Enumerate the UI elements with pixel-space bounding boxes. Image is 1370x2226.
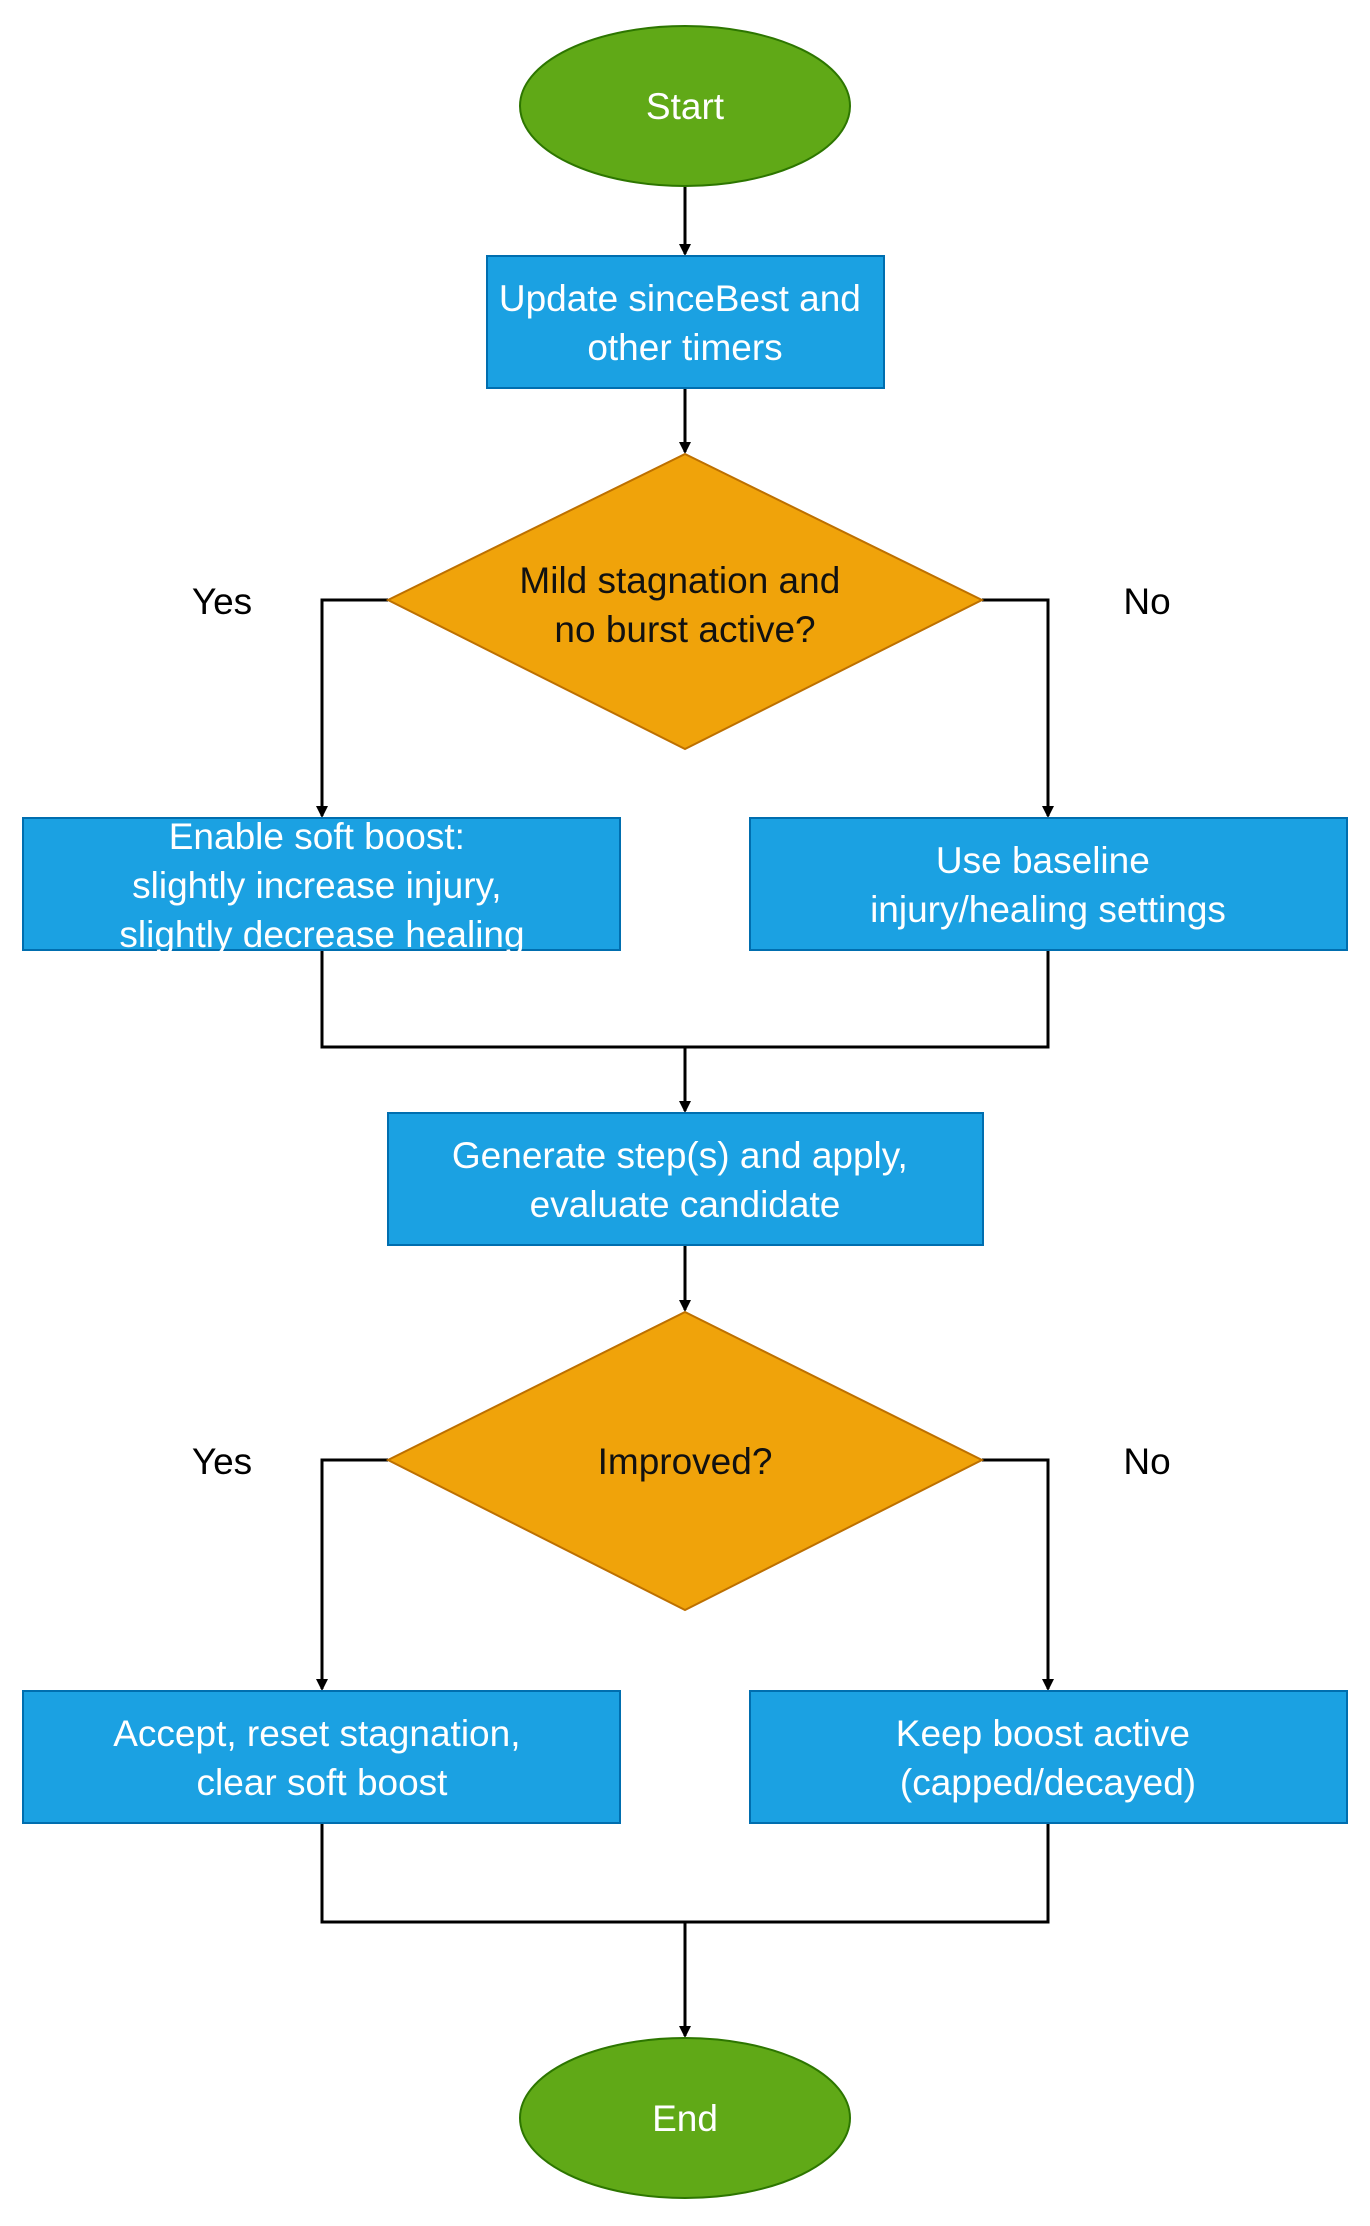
edge-decision-yes	[316, 598, 388, 818]
end-label: End	[652, 2098, 718, 2139]
stagnation-decision-node: Mild stagnation and no burst active?	[385, 452, 985, 751]
soft-boost-line-2: slightly increase injury,	[132, 865, 501, 906]
edge-baseline-merge	[685, 950, 1050, 1049]
end-ellipse	[519, 2037, 851, 2199]
generate-node: Generate step(s) and apply, evaluate can…	[387, 1112, 984, 1246]
start-node: Start	[519, 25, 851, 187]
baseline-box	[749, 817, 1348, 951]
soft-boost-box	[22, 817, 621, 951]
keep-boost-box	[749, 1690, 1348, 1824]
keep-boost-node: Keep boost active (capped/decayed)	[749, 1690, 1348, 1824]
accept-box	[22, 1690, 621, 1824]
improved-decision-label: Improved?	[598, 1441, 773, 1482]
keep-boost-line-1: Keep boost active	[896, 1713, 1190, 1754]
start-ellipse	[519, 25, 851, 187]
label-improved-yes: Yes	[192, 1441, 252, 1482]
soft-boost-label: Enable soft boost: slightly increase inj…	[119, 816, 524, 955]
edge-keepboost-merge	[685, 1823, 1050, 1924]
accept-node: Accept, reset stagnation, clear soft boo…	[22, 1690, 621, 1824]
update-timers-node: Update sinceBest and other timers	[486, 255, 885, 389]
edge-improved-no	[982, 1458, 1054, 1691]
soft-boost-node: Enable soft boost: slightly increase inj…	[22, 816, 621, 955]
edge-improved-yes	[316, 1458, 388, 1691]
keep-boost-label: Keep boost active (capped/decayed)	[896, 1713, 1200, 1803]
baseline-line-1: Use baseline	[936, 840, 1150, 881]
improved-diamond	[385, 1310, 985, 1612]
baseline-label: Use baseline injury/healing settings	[870, 840, 1226, 930]
baseline-node: Use baseline injury/healing settings	[749, 817, 1348, 951]
start-label: Start	[646, 86, 725, 127]
accept-label: Accept, reset stagnation, clear soft boo…	[113, 1713, 531, 1803]
end-node: End	[519, 2037, 851, 2199]
stagnation-line-2: no burst active?	[554, 609, 815, 650]
keep-boost-line-2: (capped/decayed)	[900, 1762, 1196, 1803]
edge-accept-merge	[320, 1823, 685, 1924]
stagnation-decision-label: Mild stagnation and no burst active?	[519, 560, 850, 650]
soft-boost-line-3: slightly decrease healing	[119, 914, 524, 955]
edge-softboost-merge	[320, 950, 685, 1049]
edge-decision-no	[982, 598, 1054, 818]
baseline-line-2: injury/healing settings	[870, 889, 1226, 930]
stagnation-line-1: Mild stagnation and	[519, 560, 840, 601]
label-stagnation-no: No	[1123, 581, 1170, 622]
generate-label: Generate step(s) and apply, evaluate can…	[452, 1135, 918, 1225]
update-timers-label: Update sinceBest and other timers	[499, 278, 871, 368]
soft-boost-line-1: Enable soft boost:	[169, 816, 465, 857]
label-stagnation-yes: Yes	[192, 581, 252, 622]
edges	[316, 187, 1054, 2038]
accept-line-2: clear soft boost	[197, 1762, 449, 1803]
stagnation-diamond	[385, 452, 985, 751]
generate-line-1: Generate step(s) and apply,	[452, 1135, 908, 1176]
improved-decision-node: Improved?	[385, 1310, 985, 1612]
generate-line-2: evaluate candidate	[530, 1184, 841, 1225]
update-timers-line-1: Update sinceBest and	[499, 278, 861, 319]
update-timers-line-2: other timers	[587, 327, 782, 368]
label-improved-no: No	[1123, 1441, 1170, 1482]
update-timers-box	[486, 255, 885, 389]
accept-line-1: Accept, reset stagnation,	[113, 1713, 520, 1754]
generate-box	[387, 1112, 984, 1246]
